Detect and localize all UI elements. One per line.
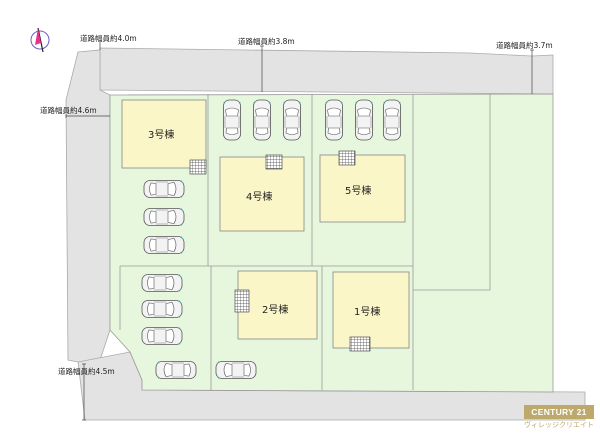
roads	[65, 47, 586, 421]
dimension-markers	[65, 42, 534, 421]
building-4-label: 4号棟	[246, 192, 273, 203]
building-2-label: 2号棟	[262, 305, 289, 316]
road-width-top-center: 道路幅員約3.8m	[238, 37, 295, 46]
road-width-bottom-left: 道路幅員約4.5m	[58, 367, 115, 376]
road-width-left: 道路幅員約4.6m	[40, 106, 97, 115]
brand-subtitle: ヴィレッジクリエイト	[524, 421, 594, 429]
utility-grates	[189, 150, 371, 352]
building-4	[219, 156, 305, 232]
road-width-top-right: 道路幅員約3.7m	[496, 41, 553, 50]
brand-logo: CENTURY 21 ヴィレッジクリエイト	[524, 405, 594, 430]
building-5	[319, 154, 406, 223]
brand-name: CENTURY 21	[524, 405, 594, 419]
building-2	[237, 270, 318, 340]
building-3-label: 3号棟	[148, 130, 175, 141]
building-1-label: 1号棟	[354, 307, 381, 318]
road-width-top-left: 道路幅員約4.0m	[80, 34, 137, 43]
parcel-lines	[119, 94, 491, 390]
building-1	[332, 271, 410, 349]
building-5-label: 5号棟	[345, 186, 372, 197]
building-3	[121, 99, 207, 169]
compass-north-icon	[30, 27, 50, 53]
buildings	[121, 99, 410, 349]
